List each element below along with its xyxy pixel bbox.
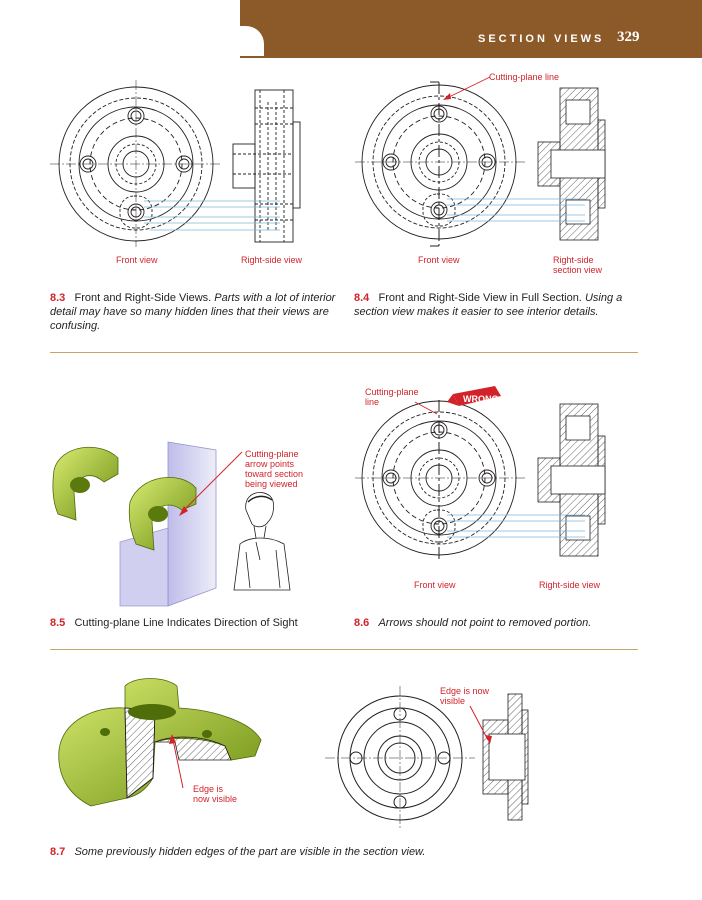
- section-divider: [50, 352, 638, 353]
- label-line: section view: [553, 265, 603, 275]
- caption-title: Cutting-plane Line Indicates Direction o…: [74, 617, 298, 629]
- label-line: Edge is: [193, 784, 224, 794]
- caption-number: 8.3: [50, 292, 66, 304]
- header-notch: [236, 26, 264, 56]
- caption-number: 8.6: [354, 617, 370, 629]
- label-line: being viewed: [245, 479, 298, 489]
- figure-8-4-drawing: [355, 76, 606, 247]
- caption-number: 8.7: [50, 846, 66, 858]
- label-line: arrow points: [245, 459, 295, 469]
- caption-number: 8.4: [354, 292, 370, 304]
- section-divider: [50, 649, 638, 650]
- figure-8-3-drawing: [50, 80, 301, 247]
- page-header: SECTION VIEWS 329: [0, 0, 702, 58]
- label-line: Edge is now: [440, 686, 490, 696]
- caption-description: Some previously hidden edges of the part…: [74, 846, 426, 858]
- label-line: line: [365, 397, 380, 407]
- caption-8-4: 8.4 Front and Right-Side View in Full Se…: [354, 291, 644, 319]
- caption-number: 8.5: [50, 617, 66, 629]
- fig-8-6-front-view-label: Front view: [414, 580, 456, 590]
- label-line: Cutting-plane: [245, 449, 299, 459]
- fig-8-5-arrow-label: Cutting-plane arrow points toward sectio…: [245, 449, 303, 489]
- fig-8-4-section-view-label: Right-side section view: [553, 255, 602, 275]
- caption-8-3: 8.3 Front and Right-Side Views. Parts wi…: [50, 291, 340, 333]
- figure-8-7-part-illustration: [58, 678, 262, 807]
- fig-8-3-right-view-label: Right-side view: [241, 255, 303, 265]
- figure-8-7-section-drawing: [325, 686, 529, 828]
- caption-title: Front and Right-Side Views.: [74, 292, 212, 304]
- figure-8-6-drawing: WRONG: [355, 386, 606, 562]
- wrong-label: WRONG: [463, 394, 499, 404]
- caption-description: Arrows should not point to removed porti…: [378, 617, 592, 629]
- caption-8-5: 8.5 Cutting-plane Line Indicates Directi…: [50, 616, 350, 630]
- running-head: SECTION VIEWS: [478, 33, 605, 45]
- fig-8-6-cutting-plane-label: Cutting-plane line: [365, 387, 419, 407]
- label-line: now visible: [193, 794, 238, 804]
- fig-8-7-edge-label-b: Edge is now visible: [440, 686, 489, 706]
- fig-8-7-edge-label-a: Edge is now visible: [193, 784, 237, 804]
- fig-8-4-front-view-label: Front view: [418, 255, 460, 265]
- label-line: Right-side: [553, 255, 594, 265]
- caption-8-6: 8.6 Arrows should not point to removed p…: [354, 616, 644, 630]
- fig-8-3-front-view-label: Front view: [116, 255, 158, 265]
- label-line: Cutting-plane: [365, 387, 419, 397]
- label-line: visible: [440, 696, 466, 706]
- header-band: [240, 0, 702, 58]
- caption-description: Using a section view makes it easier to …: [354, 292, 623, 318]
- figure-8-5-illustration: [52, 441, 291, 607]
- caption-title: Front and Right-Side View in Full Sectio…: [378, 292, 582, 304]
- caption-description: Parts with a lot of interior detail may …: [50, 292, 336, 332]
- label-line: toward section: [245, 469, 304, 479]
- caption-8-7: 8.7 Some previously hidden edges of the …: [50, 845, 650, 859]
- fig-8-4-cutting-plane-label: Cutting-plane line: [489, 72, 560, 82]
- page-number: 329: [617, 29, 640, 45]
- fig-8-6-right-view-label: Right-side view: [539, 580, 601, 590]
